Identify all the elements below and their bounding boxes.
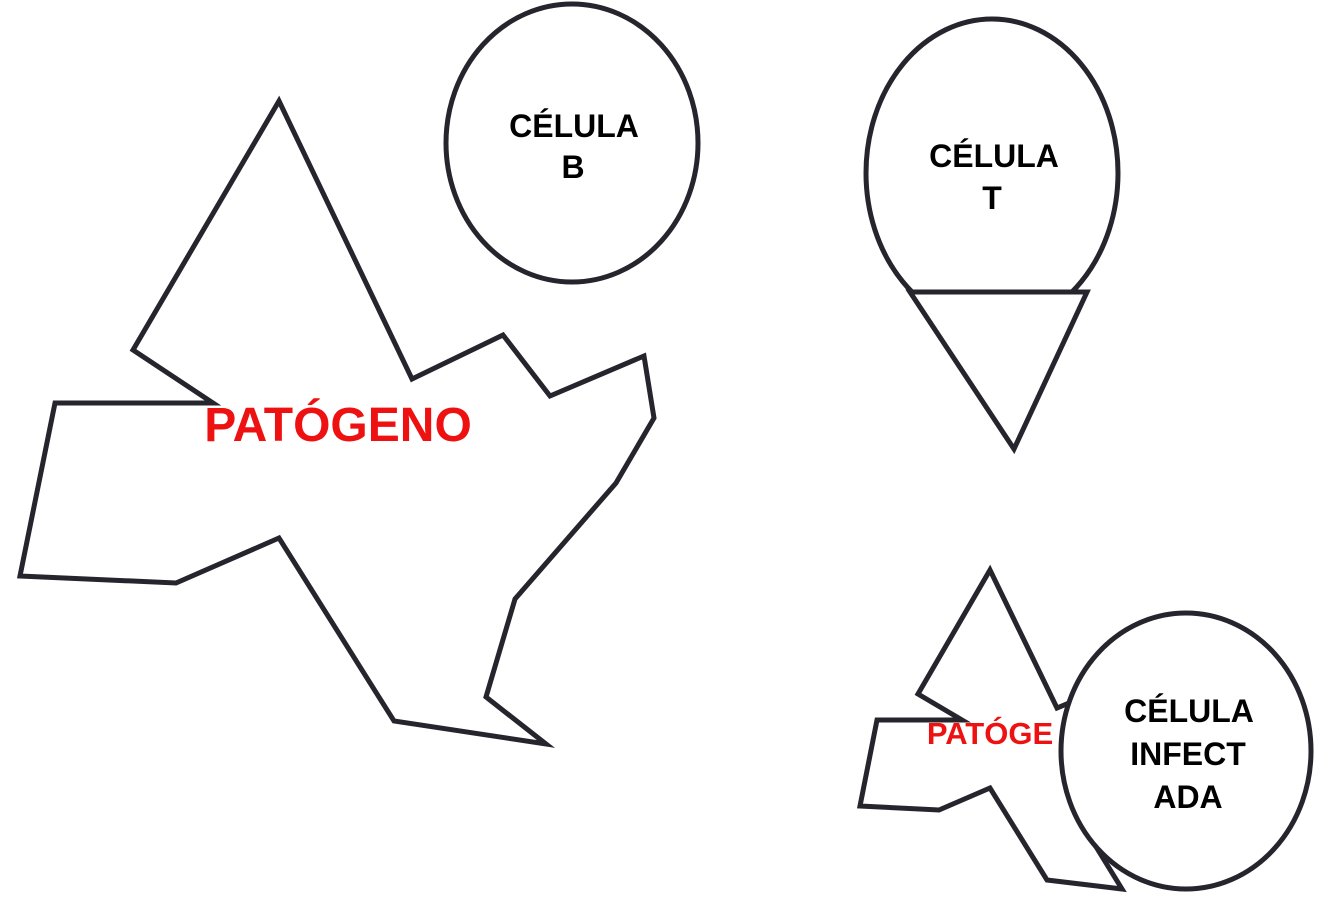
pathogen-large: PATÓGENO xyxy=(16,95,657,748)
b-cell: CÉLULA B xyxy=(443,1,701,285)
b-cell-circle xyxy=(443,1,701,285)
pathogen-large-shape xyxy=(16,95,657,748)
infected-cell-label-line1: CÉLULA xyxy=(1124,693,1254,729)
b-cell-label-line1: CÉLULA xyxy=(509,108,639,144)
infected-cell-circle xyxy=(1058,610,1314,892)
t-cell-receptor-triangle xyxy=(905,289,1091,455)
infected-cell-label-line2: INFECT xyxy=(1130,736,1246,772)
t-cell: CÉLULA T xyxy=(863,16,1121,455)
b-cell-label-line2: B xyxy=(561,149,584,185)
t-cell-label-line2: T xyxy=(982,180,1002,216)
t-cell-label-line1: CÉLULA xyxy=(929,138,1059,174)
infected-cell: CÉLULA INFECT ADA xyxy=(1058,610,1314,892)
pathogen-small-label: PATÓGE xyxy=(927,715,1053,751)
infected-cell-label-line3: ADA xyxy=(1153,779,1222,815)
pathogen-large-label: PATÓGENO xyxy=(204,397,472,452)
